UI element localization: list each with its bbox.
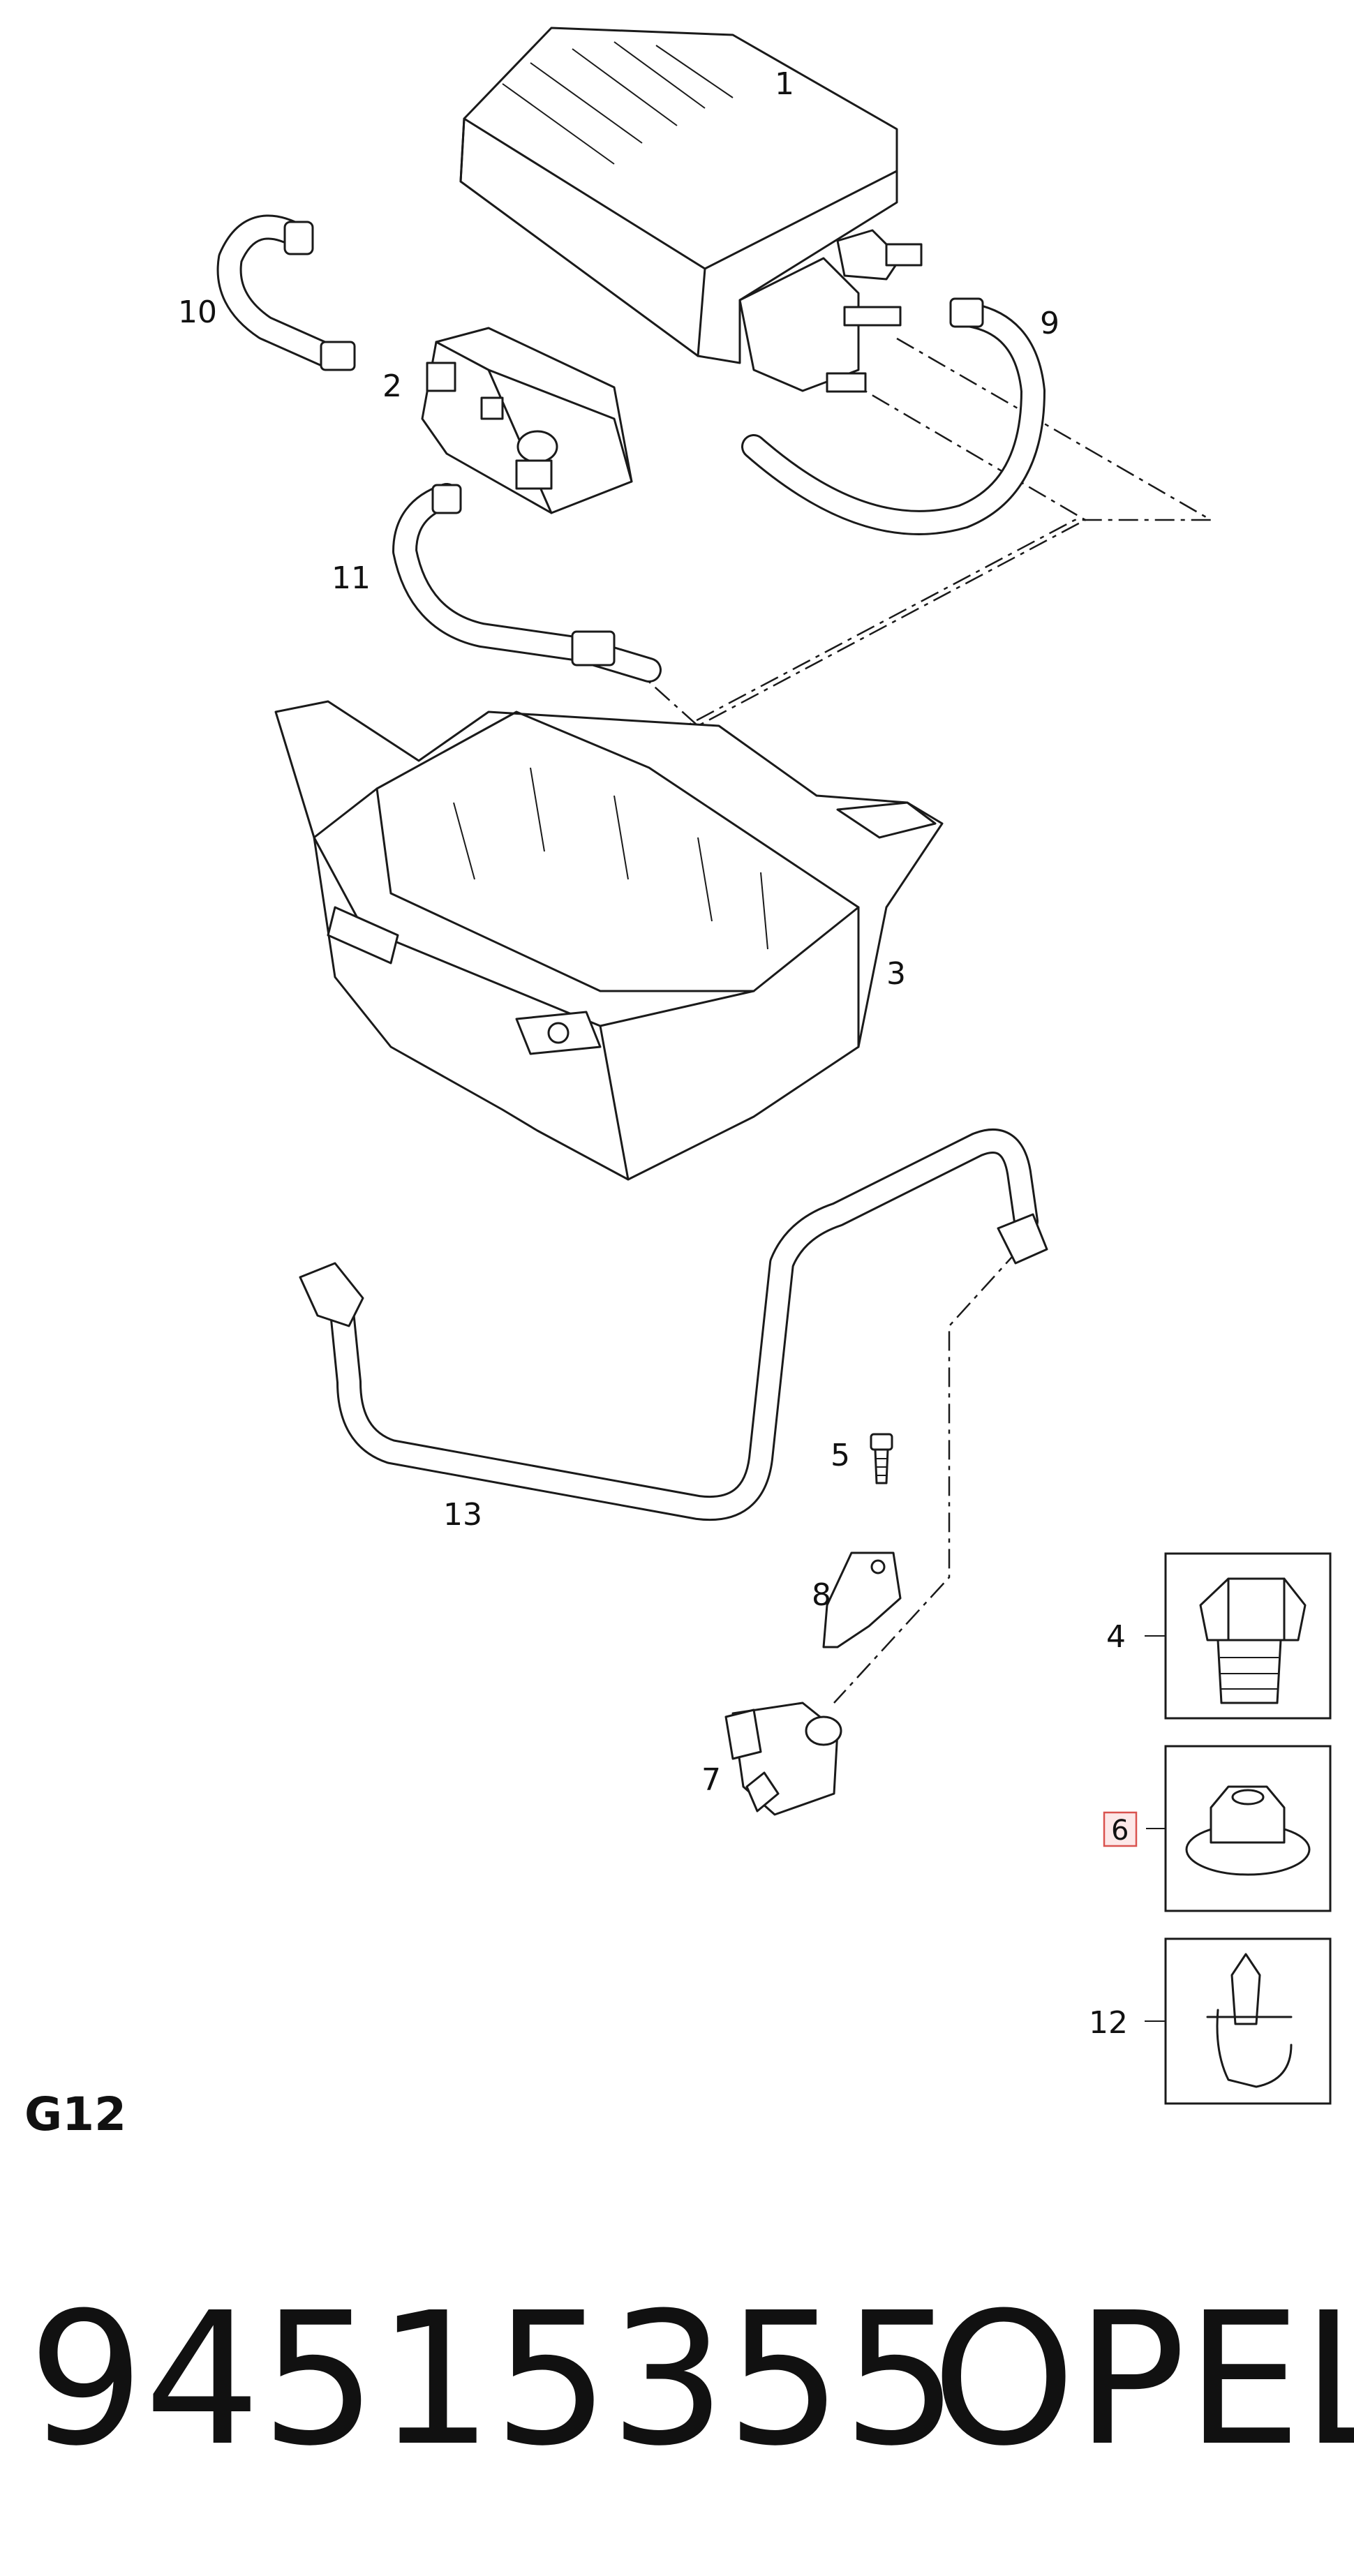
callout-9: 9 [1040, 306, 1059, 341]
callout-4: 4 [1106, 1619, 1126, 1655]
callout-5: 5 [831, 1438, 850, 1473]
callout-7: 7 [701, 1762, 721, 1798]
brand-name: OPEL [932, 2273, 1354, 2486]
part-1-canister [459, 27, 923, 393]
hardware-box-6 [1164, 1745, 1332, 1912]
push-clip-icon [1206, 1953, 1293, 2088]
callout-6: 6 [1111, 1815, 1129, 1847]
callout-8: 8 [812, 1577, 831, 1613]
hardware-box-4 [1164, 1552, 1332, 1720]
part-2-purge-valve [421, 327, 633, 514]
callout-6-highlight [1103, 1811, 1138, 1847]
callout-11: 11 [332, 560, 371, 596]
part-7-valve [724, 1702, 842, 1816]
callout-2: 2 [382, 368, 402, 404]
part-13-hose [299, 1129, 1048, 1521]
callout-3: 3 [886, 956, 906, 992]
section-code: G12 [24, 2087, 126, 2141]
flange-nut-icon [1185, 1785, 1311, 1876]
part-3-bracket [274, 700, 944, 1181]
part-10-hose [216, 214, 356, 371]
callout-10: 10 [178, 295, 217, 330]
leader-lines [1145, 1635, 1166, 2022]
callout-13: 13 [443, 1497, 482, 1533]
part-11-hose [392, 483, 662, 683]
callout-1: 1 [775, 66, 794, 102]
callout-12: 12 [1089, 2005, 1128, 2041]
part-9-hose [741, 297, 1046, 535]
part-number: 94515355 [28, 2273, 959, 2486]
part-8-bracket [822, 1551, 902, 1648]
hardware-box-12 [1164, 1937, 1332, 2105]
part-5-screw [870, 1433, 893, 1484]
bolt-icon [1199, 1577, 1307, 1704]
